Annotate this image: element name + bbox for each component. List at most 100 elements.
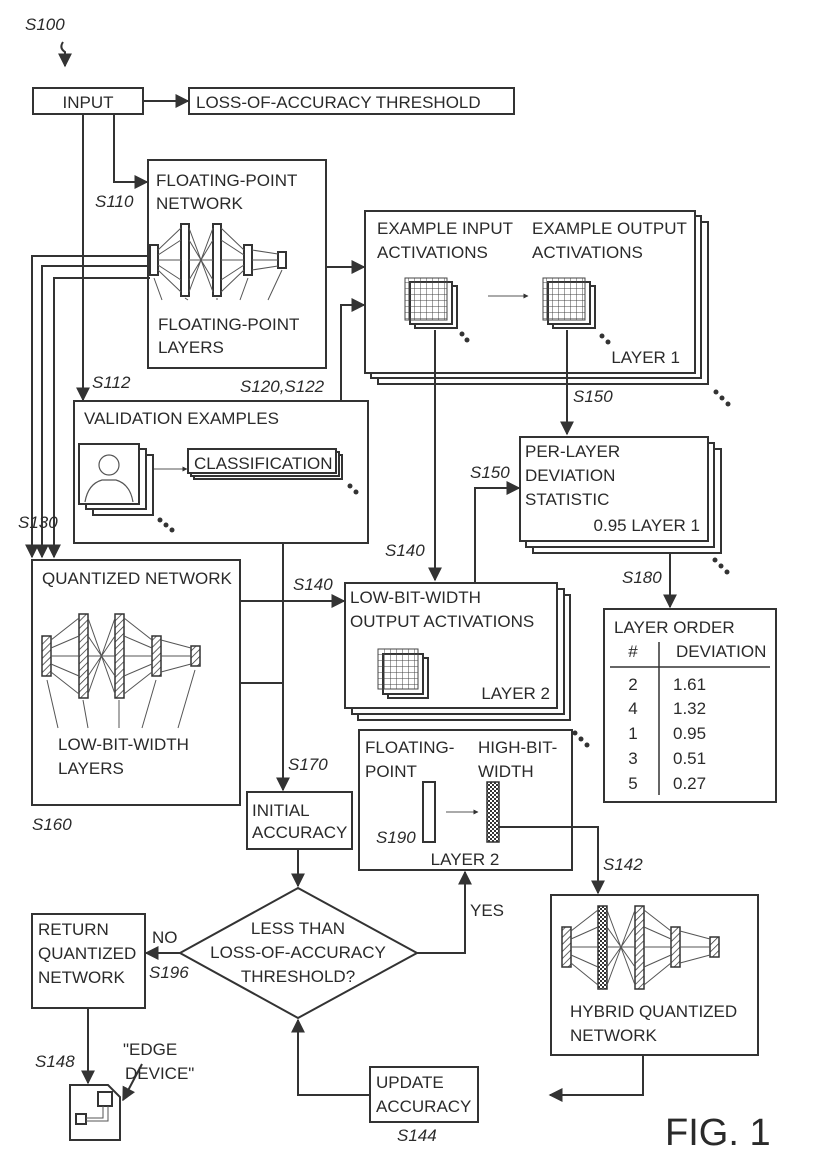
row-dev: 0.95: [673, 724, 706, 743]
person-image-icon: [78, 443, 175, 533]
deviation-value: 0.95 LAYER 1: [594, 516, 700, 535]
initial-line2: ACCURACY: [252, 823, 347, 842]
decision-yes: YES: [470, 901, 504, 920]
example-activations-node: EXAMPLE INPUT ACTIVATIONS EXAMPLE OUTPUT…: [364, 210, 709, 385]
quantized-network-node: QUANTIZED NETWORK LOW-BIT-WIDTH LAYERS: [31, 559, 241, 806]
hybrid-line2: NETWORK: [570, 1026, 658, 1045]
step-s190: S190: [376, 828, 416, 847]
convert-fp-line2: POINT: [365, 762, 417, 781]
example-output-line2: ACTIVATIONS: [532, 243, 643, 262]
arrow-s130-c: [47, 277, 150, 559]
arrow-convert-hybrid: [499, 826, 605, 895]
more-lbw-dots: [572, 730, 590, 748]
layer-order-table: LAYER ORDER # DEVIATION 2 1.61 4 1.32 1 …: [603, 608, 777, 803]
return-quantized-node: RETURN QUANTIZED NETWORK: [31, 913, 146, 1009]
step-s112: S112: [92, 373, 131, 392]
low-bit-width-activations-node: LOW-BIT-WIDTH OUTPUT ACTIVATIONS LAYER 2: [344, 582, 571, 721]
ref-arrow: [58, 41, 72, 68]
ref-s100: S100: [25, 15, 65, 34]
classification-label: CLASSIFICATION: [194, 454, 333, 473]
example-input-line1: EXAMPLE INPUT: [377, 219, 513, 238]
step-s110: S110: [95, 192, 134, 211]
validation-examples-node: VALIDATION EXAMPLES CLASSIFICATION: [73, 400, 369, 544]
step-s150-b: S150: [470, 463, 510, 482]
table-row: 1 0.95: [628, 724, 706, 743]
layer-order-title: LAYER ORDER: [614, 618, 735, 637]
hybrid-line1: HYBRID QUANTIZED: [570, 1002, 737, 1021]
decision-line3: THRESHOLD?: [241, 967, 355, 986]
row-num: 4: [628, 699, 637, 718]
arrow-hybrid-update: [548, 1055, 644, 1102]
edge-line2: DEVICE": [125, 1064, 194, 1083]
fp-layers-line1: FLOATING-POINT: [158, 315, 299, 334]
row-num: 2: [628, 675, 637, 694]
col-header-deviation: DEVIATION: [676, 642, 766, 661]
step-s180: S180: [622, 568, 662, 587]
step-s130: S130: [18, 513, 58, 532]
step-s170: S170: [288, 755, 328, 774]
output-activation-grid-icon: [542, 277, 611, 345]
row-num: 3: [628, 749, 637, 768]
hybrid-quantized-network-node: HYBRID QUANTIZED NETWORK: [550, 894, 759, 1056]
hb-layer-bar: [486, 781, 500, 843]
input-node: INPUT: [32, 87, 144, 115]
row-dev: 0.27: [673, 774, 706, 793]
fp-network-icon: [149, 223, 287, 301]
input-label: INPUT: [63, 93, 114, 112]
convert-hb-line1: HIGH-BIT-: [478, 738, 557, 757]
per-layer-deviation-node: PER-LAYER DEVIATION STATISTIC 0.95 LAYER…: [519, 436, 722, 554]
step-s144: S144: [397, 1126, 437, 1145]
row-dev: 1.61: [673, 675, 706, 694]
table-row: 4 1.32: [628, 699, 706, 718]
update-line2: ACCURACY: [376, 1097, 471, 1116]
edge-line1: "EDGE: [123, 1040, 177, 1059]
lbw-acts-line2: OUTPUT ACTIVATIONS: [350, 612, 534, 631]
lbw-layers-line1: LOW-BIT-WIDTH: [58, 735, 189, 754]
fp-network-line2: NETWORK: [156, 194, 244, 213]
arrow-update-decision: [291, 1018, 370, 1096]
quantized-label: QUANTIZED NETWORK: [42, 569, 232, 588]
hybrid-network-icon: [561, 905, 720, 990]
decision-no: NO: [152, 928, 178, 947]
col-header-num: #: [628, 642, 638, 661]
decision-node: LESS THAN LOSS-OF-ACCURACY THRESHOLD?: [177, 886, 420, 1020]
step-s148: S148: [35, 1052, 75, 1071]
lbw-activation-grid-icon: [377, 648, 429, 699]
deviation-line3: STATISTIC: [525, 490, 609, 509]
arrow-lbw-deviation: [474, 481, 521, 582]
row-dev: 1.32: [673, 699, 706, 718]
decision-line1: LESS THAN: [251, 919, 345, 938]
fp-layers-line2: LAYERS: [158, 338, 224, 357]
initial-line1: INITIAL: [252, 801, 310, 820]
convert-fp-line1: FLOATING-: [365, 738, 454, 757]
table-row: 5 0.27: [628, 774, 706, 793]
fp-layer-bar: [422, 781, 436, 843]
convert-layer-label: LAYER 2: [431, 850, 500, 869]
step-s120-s122: S120,S122: [240, 377, 325, 396]
threshold-node: LOSS-OF-ACCURACY THRESHOLD: [188, 87, 515, 115]
arrow-decision-yes: [417, 870, 472, 954]
edge-device-icon: [69, 1084, 121, 1141]
threshold-label: LOSS-OF-ACCURACY THRESHOLD: [196, 93, 481, 112]
row-num: 1: [628, 724, 637, 743]
step-s140-a: S140: [293, 575, 333, 594]
layer-conversion-node: FLOATING- POINT HIGH-BIT- WIDTH LAYER 2: [358, 729, 573, 871]
update-accuracy-node: UPDATE ACCURACY: [369, 1066, 479, 1123]
example-input-line2: ACTIVATIONS: [377, 243, 488, 262]
arrow-input-fp: [113, 114, 149, 189]
step-s150-a: S150: [573, 387, 613, 406]
convert-hb-line2: WIDTH: [478, 762, 534, 781]
figure-title: FIG. 1: [665, 1112, 771, 1154]
step-s140-b: S140: [385, 541, 425, 560]
row-num: 5: [628, 774, 637, 793]
update-line1: UPDATE: [376, 1073, 444, 1092]
return-line2: QUANTIZED: [38, 944, 136, 963]
fp-network-line1: FLOATING-POINT: [156, 171, 297, 190]
table-row: 3 0.51: [628, 749, 706, 768]
lbw-layers-line2: LAYERS: [58, 759, 124, 778]
deviation-line2: DEVIATION: [525, 466, 615, 485]
step-s160: S160: [32, 815, 72, 834]
deviation-line1: PER-LAYER: [525, 442, 620, 461]
arrow-s130-b: [35, 265, 150, 559]
